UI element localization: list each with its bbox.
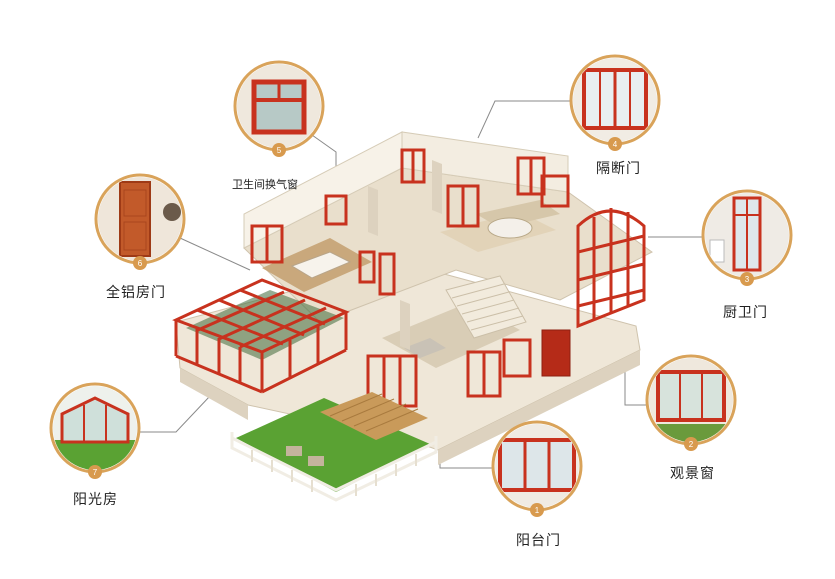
- garden-chair: [308, 456, 324, 466]
- base-front-wall: [180, 368, 248, 420]
- label-kitchen-bath-door: 厨卫门: [723, 304, 768, 320]
- callout-sunroom: [49, 382, 141, 479]
- sunroom-floor: [186, 290, 344, 360]
- view-window-icon: [649, 358, 733, 442]
- callout-room-door: [94, 173, 186, 270]
- badge-3: [740, 272, 754, 286]
- badge-number-5: 5: [277, 146, 282, 155]
- badge-number-7: 7: [93, 468, 98, 477]
- label-balcony-door: 阳台门: [516, 532, 561, 548]
- upper-frames: [250, 148, 570, 296]
- callout-balcony-door: [491, 420, 583, 517]
- room-door-icon: [98, 177, 182, 261]
- interior-wall-2: [432, 160, 442, 214]
- leader-lines: [137, 100, 705, 469]
- sliding-partition-door-icon: [573, 58, 657, 142]
- callout-vent-window: [233, 60, 325, 157]
- wooden-deck: [320, 392, 428, 440]
- badge-number-1: 1: [535, 506, 540, 515]
- base-right-wall: [438, 350, 640, 465]
- interior-wall-3: [400, 300, 410, 350]
- bed: [290, 251, 352, 279]
- leader-line-7: [137, 395, 211, 433]
- garden-fence: [230, 432, 438, 502]
- upper-back-wall-right: [243, 131, 403, 249]
- sofa: [404, 338, 446, 358]
- label-sunroom: 阳光房: [73, 491, 118, 507]
- badge-numbers: 5 4 6 3 7 2 1: [93, 140, 750, 515]
- label-partition-door: 隔断门: [596, 160, 641, 176]
- badge-number-4: 4: [613, 140, 618, 149]
- kitchen-bath-door-icon: [705, 193, 789, 277]
- front-door: [541, 329, 571, 377]
- callout-view-window: [645, 354, 737, 451]
- badge-number-2: 2: [689, 440, 694, 449]
- badge-5: [272, 143, 286, 157]
- deck-boards: [329, 393, 419, 432]
- arched-window-wall: [576, 208, 646, 329]
- badge-2: [684, 437, 698, 451]
- label-view-window: 观景窗: [670, 465, 715, 481]
- badge-number-6: 6: [138, 259, 143, 268]
- balcony-door-icon: [495, 424, 579, 508]
- leader-line-4: [477, 100, 571, 139]
- label-room-door: 全铝房门: [106, 284, 166, 300]
- label-vent-window: 卫生间换气窗: [232, 179, 298, 191]
- fence-posts: [251, 450, 417, 496]
- sunroom-frame: [172, 278, 350, 394]
- garden-chair: [286, 446, 302, 456]
- badge-4: [608, 137, 622, 151]
- vent-window-icon: [237, 64, 321, 148]
- leader-line-6: [179, 237, 251, 271]
- badge-1: [530, 503, 544, 517]
- callout-partition-door: [569, 54, 661, 151]
- house-model: [172, 131, 653, 502]
- badge-6: [133, 256, 147, 270]
- badge-7: [88, 465, 102, 479]
- stair-steps: [451, 283, 524, 331]
- badge-number-3: 3: [745, 275, 750, 284]
- callout-kitchen-bath-door: [701, 189, 793, 286]
- dining-table: [487, 217, 533, 239]
- stairs: [445, 275, 527, 339]
- interior-wall-1: [368, 186, 378, 236]
